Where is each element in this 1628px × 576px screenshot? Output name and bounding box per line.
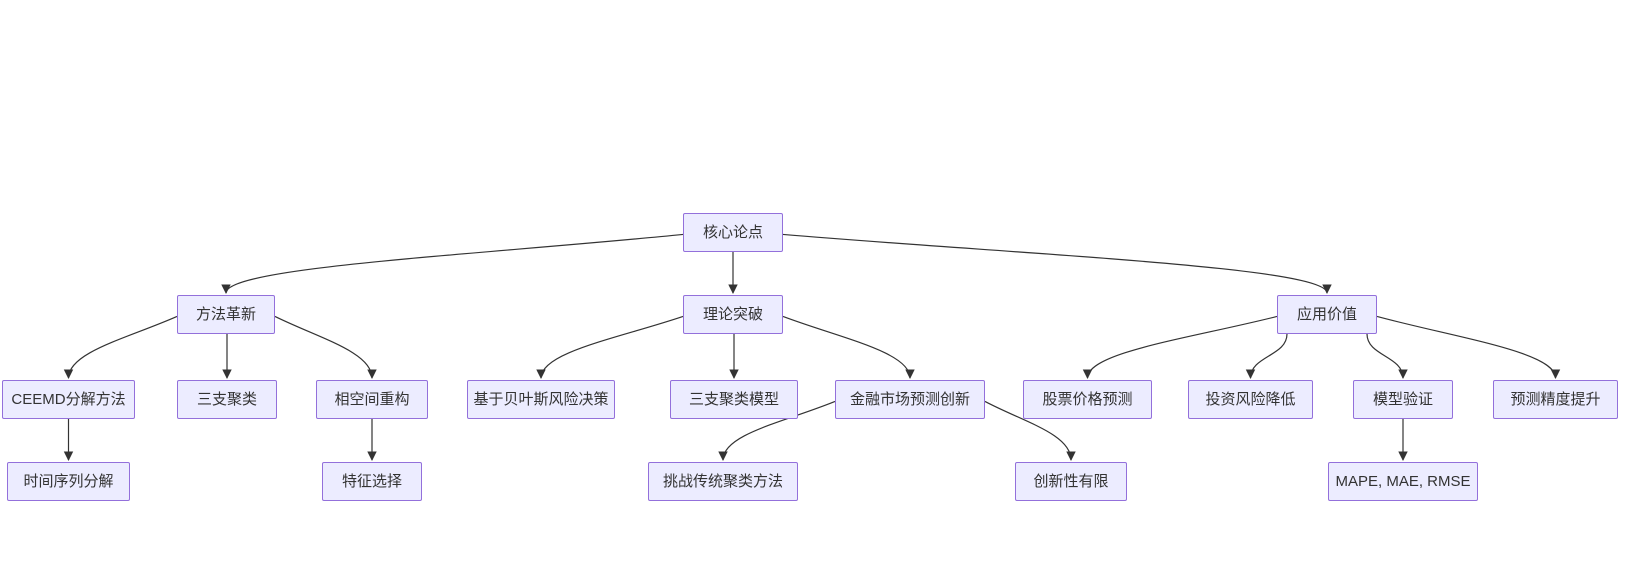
diagram-node-label: MAPE, MAE, RMSE <box>1335 473 1471 490</box>
diagram-node-validation: 模型验证 <box>1353 380 1453 419</box>
diagram-node-label: 投资风险降低 <box>1205 391 1296 408</box>
diagram-node-method: 方法革新 <box>177 295 275 334</box>
diagram-node-decompose: 时间序列分解 <box>7 462 130 501</box>
edge-method-ceemd <box>63 315 178 379</box>
edge-core-application <box>782 233 1332 294</box>
edge-method-phase <box>274 315 377 379</box>
diagram-node-challenge: 挑战传统聚类方法 <box>648 462 798 501</box>
diagram-node-application: 应用价值 <box>1277 295 1377 334</box>
edge-core-method <box>221 233 684 294</box>
diagram-node-label: 预测精度提升 <box>1510 391 1601 408</box>
diagram-node-core: 核心论点 <box>683 213 783 252</box>
diagram-node-theory: 理论突破 <box>683 295 783 334</box>
diagram-node-label: 模型验证 <box>1372 391 1433 408</box>
edge-theory-bayes <box>536 315 684 379</box>
diagram-node-stock: 股票价格预测 <box>1023 380 1152 419</box>
diagram-node-label: 理论突破 <box>702 306 763 323</box>
edge-application-risk <box>1245 333 1288 379</box>
edge-application-stock <box>1082 315 1278 379</box>
diagram-node-label: 金融市场预测创新 <box>849 391 970 408</box>
diagram-node-label: 股票价格预测 <box>1042 391 1133 408</box>
diagram-node-label: 三支聚类模型 <box>688 391 779 408</box>
diagram-node-label: 方法革新 <box>195 306 256 323</box>
diagram-node-threemodel: 三支聚类模型 <box>670 380 798 419</box>
diagram-node-threeway: 三支聚类 <box>177 380 277 419</box>
diagram-node-feature: 特征选择 <box>322 462 422 501</box>
edge-theory-finance <box>782 315 915 379</box>
edge-application-accuracy <box>1376 315 1561 379</box>
edge-finance-challenge <box>718 400 836 461</box>
diagram-node-phase: 相空间重构 <box>316 380 428 419</box>
diagram-node-label: 挑战传统聚类方法 <box>662 473 783 490</box>
diagram-node-label: 时间序列分解 <box>23 473 114 490</box>
diagram-node-label: 基于贝叶斯风险决策 <box>473 391 609 408</box>
diagram-node-label: 三支聚类 <box>196 391 257 408</box>
diagram-node-limited: 创新性有限 <box>1015 462 1127 501</box>
diagram-node-label: CEEMD分解方法 <box>11 391 126 408</box>
diagram-node-label: 核心论点 <box>702 224 763 241</box>
diagram-node-metrics: MAPE, MAE, RMSE <box>1328 462 1478 501</box>
diagram-node-label: 特征选择 <box>341 473 402 490</box>
diagram-node-accuracy: 预测精度提升 <box>1493 380 1618 419</box>
diagram-node-risk: 投资风险降低 <box>1188 380 1313 419</box>
diagram-node-ceemd: CEEMD分解方法 <box>2 380 135 419</box>
edge-finance-limited <box>984 400 1076 461</box>
edge-application-validation <box>1366 333 1408 379</box>
diagram-node-finance: 金融市场预测创新 <box>835 380 985 419</box>
diagram-node-bayes: 基于贝叶斯风险决策 <box>467 380 615 419</box>
diagram-node-label: 创新性有限 <box>1033 473 1109 490</box>
diagram-node-label: 应用价值 <box>1296 306 1357 323</box>
diagram-node-label: 相空间重构 <box>334 391 410 408</box>
